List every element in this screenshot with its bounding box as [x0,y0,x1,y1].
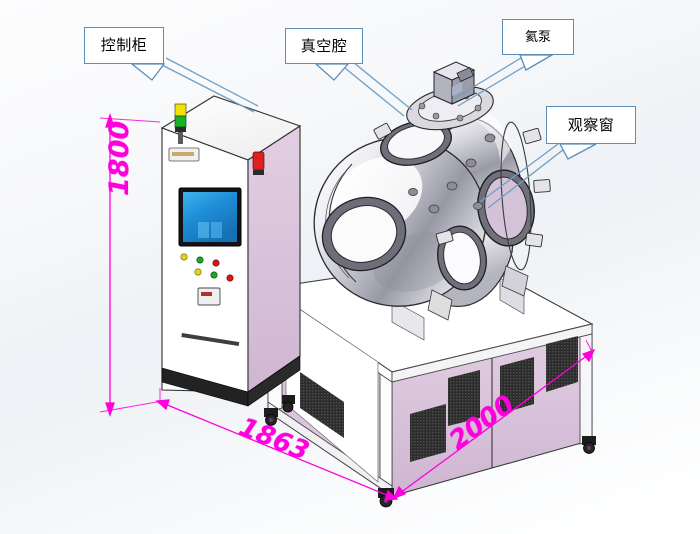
observation-port-right [477,169,535,247]
caster-front-left [264,408,278,426]
leader-control-cabinet-b [165,57,259,107]
callout-observation-window-label: 观察窗 [567,115,615,134]
leader-control-cabinet-a [159,63,255,113]
dim-height-ext-top [99,117,161,123]
dimension-lines [99,112,596,501]
chamber-clamp-lugs [373,122,551,248]
pump-body-cap [432,61,476,81]
dim-width-arrow-start [392,485,407,500]
frame-rail-top-right [391,323,593,383]
vent-panel-5 [546,336,578,392]
dimension-height-value: 1800 [104,120,135,196]
leader-vacuum-chamber-b [347,57,413,111]
callout-control-cabinet-label: 控制柜 [100,36,148,54]
cabinet-plinth-side [247,355,301,407]
observation-port-top-left [380,120,452,166]
tower-light-green [174,115,187,128]
callout-observation-window[interactable]: 观察窗 [546,106,636,144]
chamber-saddle-front [427,289,453,321]
callout-vacuum-chamber-label: 真空腔 [300,36,348,55]
tail-control-cabinet [130,63,166,81]
alarm-beacon-dome [252,151,265,171]
control-cabinet [160,95,302,407]
vent-panel-4 [500,357,534,414]
callout-control-cabinet[interactable]: 控制柜 [84,27,164,64]
chamber-highlight [392,108,512,166]
chamber-support-leg-left [391,299,425,341]
frame-rail-center [379,365,393,495]
cabinet-badge-strip [172,152,194,156]
alarm-beacon [252,151,265,175]
hmi-screen-glyph-right [211,222,222,238]
pump-accent [452,82,462,96]
vent-panel-2 [410,404,446,462]
vent-panel-3 [448,370,480,426]
pump-side-port [456,66,474,82]
leader-observation-window-a [479,143,559,203]
cabinet-meter [197,287,221,306]
hmi-screen [183,192,237,242]
caster-group [264,395,596,508]
tower-light-post [178,132,183,144]
callout-helium-pump-label: 氦泵 [524,29,551,45]
dim-height-arrow-top [105,112,115,128]
leader-observation-window-b [487,145,569,209]
frame-rail-right [579,323,593,445]
leader-helium-pump-a [451,49,535,101]
chamber-saddle-rear [501,265,529,297]
dim-width-arrow-end [581,348,596,363]
dim-height-ext-bottom [99,399,169,413]
chamber-front-port [321,196,407,272]
caster-rear-right [582,436,596,454]
dim-width-ext-end [585,339,593,353]
tower-light-yellow [174,103,187,117]
tower-light-base [175,127,186,132]
callout-tails [130,54,597,160]
tail-observation-window [558,143,597,160]
callout-helium-pump[interactable]: 氦泵 [502,19,574,55]
indicator-lights [180,253,234,282]
leader-vacuum-chamber-a [339,63,405,117]
caster-cabinet-right [282,395,295,413]
dim-depth-line [159,401,395,499]
observation-port-lower [437,225,487,291]
dim-height-arrow-bottom [105,402,115,418]
base-frame [264,257,596,508]
vacuum-chamber [313,108,551,321]
cabinet-nameplate-text [181,332,240,347]
tower-light [174,103,187,144]
cabinet-front-face [161,127,249,393]
dim-depth-arrow-start [155,399,170,411]
hmi-screen-glyph-left [198,222,209,238]
alarm-beacon-base [253,170,264,175]
vent-panel-1 [300,372,344,438]
cabinet-meter-needle [201,292,212,296]
dim-width-line [395,351,593,497]
chamber-bolt-holes [408,133,496,214]
callout-vacuum-chamber[interactable]: 真空腔 [285,28,363,64]
tail-helium-pump [519,54,555,71]
tail-vacuum-chamber [314,63,350,81]
